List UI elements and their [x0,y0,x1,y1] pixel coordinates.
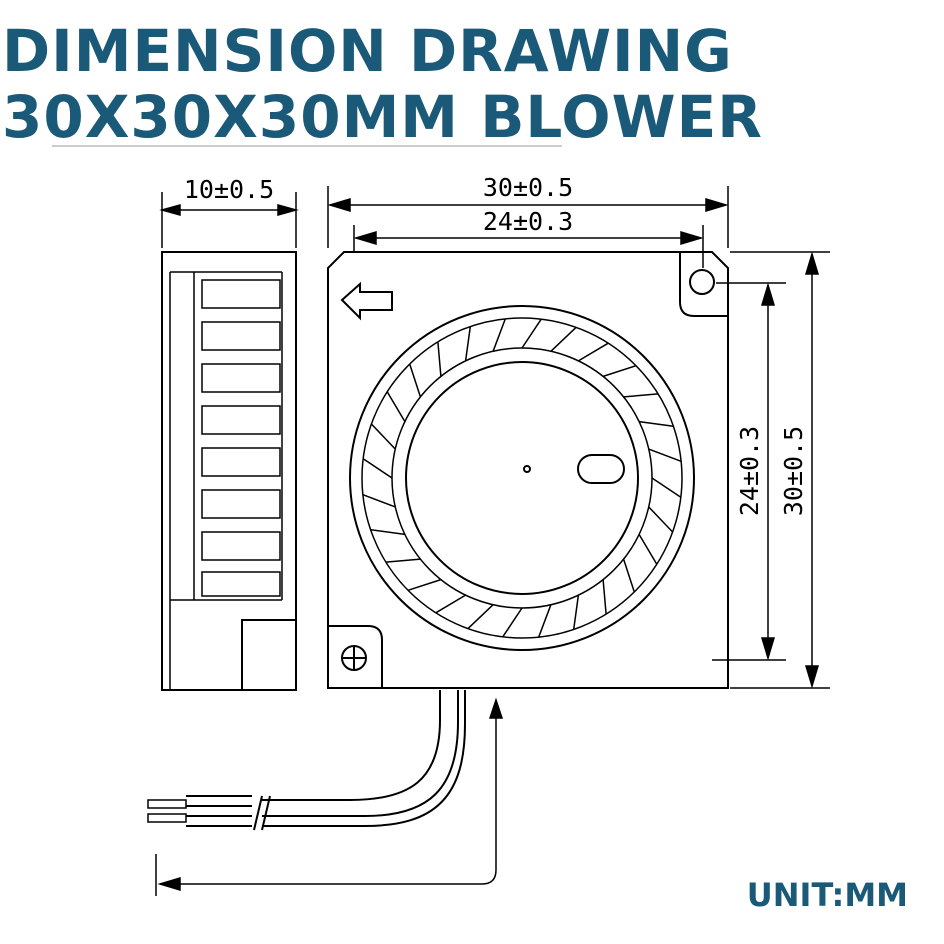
impeller-blade [362,493,396,508]
impeller-blade [578,342,609,362]
screw-head-icon [341,645,367,671]
mount-tab-top-right [679,252,728,317]
impeller-blade [622,558,636,593]
unit-label: UNIT:MM [746,876,908,914]
center-dot [523,465,531,473]
title-line-1: DIMENSION DRAWING [2,17,733,85]
side-view-body [161,251,297,691]
impeller-blade [362,458,393,479]
impeller-blade [648,448,682,463]
impeller-blade-inner-ring [391,347,653,609]
dim-hole-spacing-vertical: 24±0.3 [735,426,764,516]
impeller-blade [602,364,637,378]
impeller-blade [651,477,682,498]
impeller-blade [492,318,507,352]
impeller-blade [370,423,396,450]
lead-wires [147,690,466,831]
impeller-blade [602,579,607,615]
wire-tip-black [147,813,187,823]
mount-hole-top-right [689,269,715,295]
impeller-blade [502,607,523,638]
impeller-blade [638,534,658,565]
dim-thickness: 10±0.5 [184,175,274,204]
impeller-blade [537,604,552,638]
dim-hole-spacing-horizontal: 24±0.3 [483,207,573,236]
impeller-blade [467,604,494,630]
impeller-blade [648,506,674,533]
outlet-arrow-icon [340,281,393,321]
front-view-frame [327,251,729,689]
outer-height-dimension [730,251,830,689]
hub-circle [405,361,639,595]
impeller-blade [550,326,577,352]
front-view [327,251,729,689]
impeller-blade [385,558,421,563]
thickness-dimension [159,192,299,248]
wire-tip-red [147,799,187,809]
impeller-blade [435,594,466,614]
impeller-blade [407,578,442,592]
impeller-outer-ring [349,305,695,651]
outer-width-dimension [327,186,729,248]
hole-spacing-horizontal-dimension [353,225,704,268]
label-slot [577,454,625,484]
impeller-blade [408,363,422,398]
side-view [161,251,297,691]
hole-spacing-vertical-dimension [712,282,786,661]
side-view-fins [201,279,281,597]
impeller-blade [623,393,659,398]
impeller-blade [521,318,542,349]
impeller-blade [386,391,406,422]
dim-outer-height: 30±0.5 [779,426,808,516]
impeller-blade [437,341,442,377]
impeller-blade [638,420,674,428]
dim-outer-width: 30±0.5 [483,173,573,202]
impeller-blades [362,318,682,638]
impeller-blade [572,594,580,630]
impeller-blade [370,528,406,536]
title-line-2: 30X30X30MM BLOWER [2,83,763,151]
side-view-cable-housing [241,619,296,690]
impeller-blade [464,326,472,362]
mount-tab-bottom-left [328,625,383,688]
cable-length-dimension [155,697,504,896]
